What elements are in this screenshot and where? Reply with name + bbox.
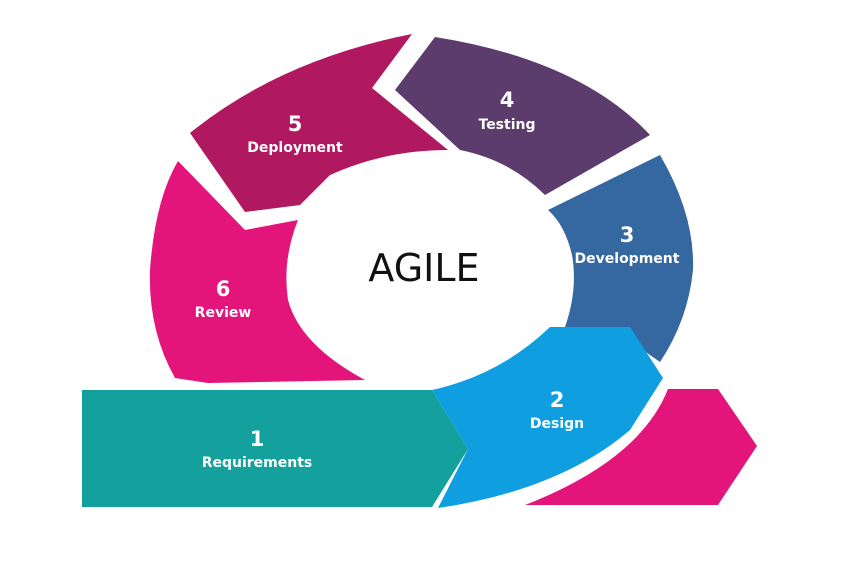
stage-3-number: 3 bbox=[620, 223, 635, 247]
stage-5-label: Deployment bbox=[247, 140, 343, 156]
stage-2-label-group: 2 Design bbox=[530, 388, 584, 432]
stage-6-review-segment bbox=[149, 161, 365, 383]
stage-5-deployment-segment bbox=[190, 34, 448, 212]
stage-2-design-segment bbox=[432, 327, 663, 508]
stage-4-number: 4 bbox=[500, 88, 515, 112]
stage-6-label-group: 6 Review bbox=[195, 277, 252, 321]
stage-4-testing-segment bbox=[395, 37, 650, 195]
stage-4-label: Testing bbox=[479, 117, 536, 133]
stage-4-label-group: 4 Testing bbox=[479, 88, 536, 133]
stage-1-number: 1 bbox=[250, 427, 265, 451]
cycle-tail-arrow bbox=[525, 389, 757, 505]
stage-3-development-segment bbox=[548, 155, 694, 362]
stage-1-requirements-segment bbox=[82, 390, 468, 507]
stage-2-label: Design bbox=[530, 416, 584, 432]
stage-6-number: 6 bbox=[216, 277, 231, 301]
stage-5-label-group: 5 Deployment bbox=[247, 112, 343, 156]
stage-3-label-group: 3 Development bbox=[575, 223, 680, 267]
stage-1-label: Requirements bbox=[202, 455, 313, 471]
center-agile-label: AGILE bbox=[368, 246, 479, 290]
stage-3-label: Development bbox=[575, 251, 680, 267]
stage-5-number: 5 bbox=[288, 112, 303, 136]
stage-6-label: Review bbox=[195, 305, 252, 321]
stage-1-label-group: 1 Requirements bbox=[202, 427, 313, 471]
stage-2-number: 2 bbox=[550, 388, 565, 412]
